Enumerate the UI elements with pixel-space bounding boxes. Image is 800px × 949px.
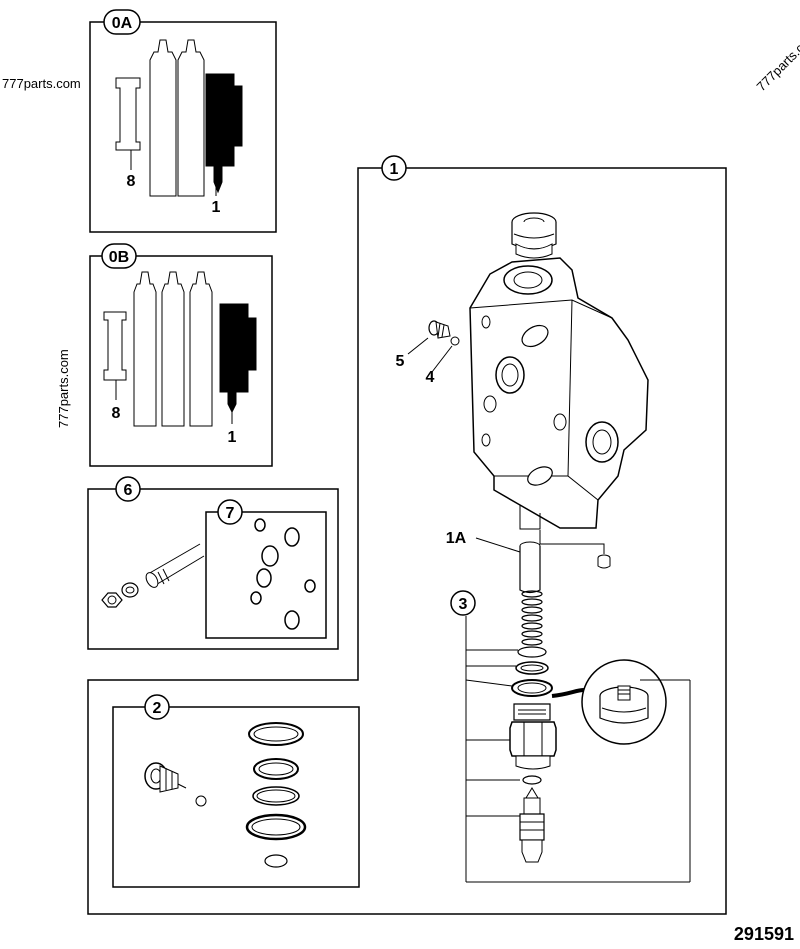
oring-set-icon [250, 518, 316, 630]
section-plate-icon [149, 39, 177, 197]
assembly-1-callout: 1 [390, 161, 399, 178]
kit-7-callout: 7 [226, 505, 235, 522]
small-plug-icon [597, 554, 611, 569]
valve-body-icon [469, 212, 649, 554]
spool-1a-label: 1A [446, 530, 467, 547]
tie-rod-icon [145, 543, 205, 588]
kit-0a-section-label: 1 [212, 199, 221, 216]
cartridge-3-callout-bubble [450, 590, 476, 616]
kit-7-callout-bubble [217, 499, 243, 525]
kit-0a-cover-label: 8 [127, 173, 136, 190]
diagram-number: 291591 [734, 924, 794, 944]
oring-kit-panel [205, 511, 327, 639]
kit-2-callout: 2 [153, 700, 162, 717]
kit-0b-cover-label: 8 [112, 405, 121, 422]
check-plug-icon [144, 762, 187, 793]
detail-inset [551, 659, 690, 745]
tie-rod-kit-panel: 6 7 [87, 476, 339, 650]
kit-0a-panel: 0A 8 1 [89, 9, 277, 233]
section-plate-icon [161, 271, 185, 427]
valve-section-icon [219, 303, 257, 414]
ball-4-icon [450, 336, 460, 346]
cover-plate-icon [115, 77, 141, 151]
plug-leader [407, 337, 429, 355]
cartridge-3-callout: 3 [459, 596, 468, 613]
spool-icon [519, 541, 541, 594]
ball-leader [431, 345, 453, 373]
ball-icon [195, 795, 207, 807]
washer-icon [517, 646, 547, 658]
watermark-top-right: 777parts.com [754, 28, 800, 94]
watermark-left: 777parts.com [56, 349, 71, 428]
kit-0a-callout-bubble [103, 9, 141, 35]
valve-section-icon [205, 73, 243, 194]
seal-kit-panel: 2 [112, 694, 360, 888]
section-plate-icon [177, 39, 205, 197]
kit-0b-section-label: 1 [228, 429, 237, 446]
kit-6-callout: 6 [124, 482, 133, 499]
plug-5-icon [428, 320, 451, 339]
section-plate-icon [189, 271, 213, 427]
main-assembly-frame: 1 [87, 155, 727, 915]
section-plate-icon [133, 271, 157, 427]
kit-0b-callout: 0B [109, 249, 129, 266]
ball-4-label: 4 [426, 369, 435, 386]
assembly-1-callout-bubble [381, 155, 407, 181]
kit-2-callout-bubble [144, 694, 170, 720]
oring-icon [522, 775, 542, 785]
cartridge-body-icon [509, 703, 557, 770]
watermark-top-left: 777parts.com [2, 76, 81, 91]
needle-valve-icon [519, 787, 545, 863]
kit-0b-callout-bubble [101, 243, 137, 269]
spool-leader [475, 537, 521, 553]
kit-0b-panel: 0B 8 1 [89, 243, 273, 467]
plug-5-label: 5 [396, 353, 405, 370]
seal-stack-icon [245, 722, 307, 868]
spring-icon [521, 590, 543, 646]
cover-plate-icon [103, 311, 127, 381]
kit-6-callout-bubble [115, 476, 141, 502]
kit-0a-callout: 0A [112, 15, 133, 32]
